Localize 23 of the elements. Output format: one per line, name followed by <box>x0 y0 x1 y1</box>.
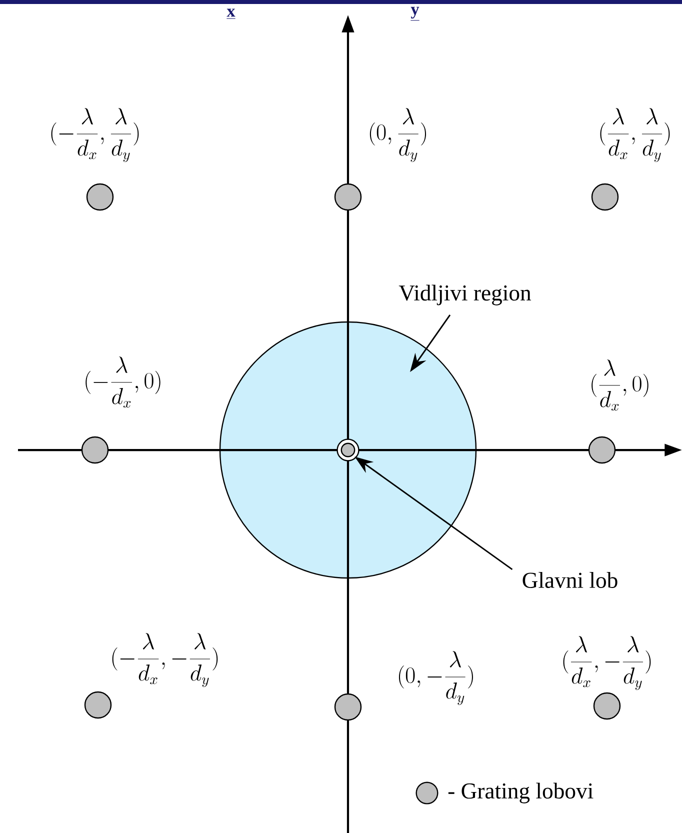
grating-lobe-circle <box>334 693 362 721</box>
visible-region-circle <box>219 321 477 579</box>
grating-lobe-circle <box>86 183 114 211</box>
axis-label: y <box>409 6 421 23</box>
coordinate-label: $(-\frac{\lambda}{d_x},-\frac{\lambda}{d_y})$ <box>112 633 218 687</box>
grating-lobe-circle <box>334 183 362 211</box>
grating-lobe-circle <box>588 436 616 464</box>
callout-text: Glavni lob <box>522 572 618 588</box>
legend-text: - Grating lobovi <box>448 782 594 804</box>
coordinate-label: $(\frac{\lambda}{d_x},\frac{\lambda}{d_y})$ <box>600 108 670 162</box>
main-lobe-circle <box>336 438 360 462</box>
coordinate-label: $(0,-\frac{\lambda}{d_y})$ <box>398 651 473 705</box>
coordinate-label: $(\frac{\lambda}{d_x},-\frac{\lambda}{d_y})$ <box>563 636 651 690</box>
grating-lobe-circle <box>593 692 621 720</box>
coordinate-label: $(0,\frac{\lambda}{d_y})$ <box>370 108 426 162</box>
coordinate-label: $(-\frac{\lambda}{d_x},0)$ <box>86 356 160 408</box>
grating-lobe-circle <box>84 691 112 719</box>
coordinate-label: $(\frac{\lambda}{d_x},0)$ <box>592 360 648 411</box>
axis-label: x <box>225 7 237 21</box>
coordinate-label: $(-\frac{\lambda}{d_x},\frac{\lambda}{d_y})$ <box>51 108 139 162</box>
grating-lobe-circle <box>81 436 109 464</box>
grating-lobe-circle <box>591 183 619 211</box>
callout-text: Vidljivi region <box>398 284 532 306</box>
